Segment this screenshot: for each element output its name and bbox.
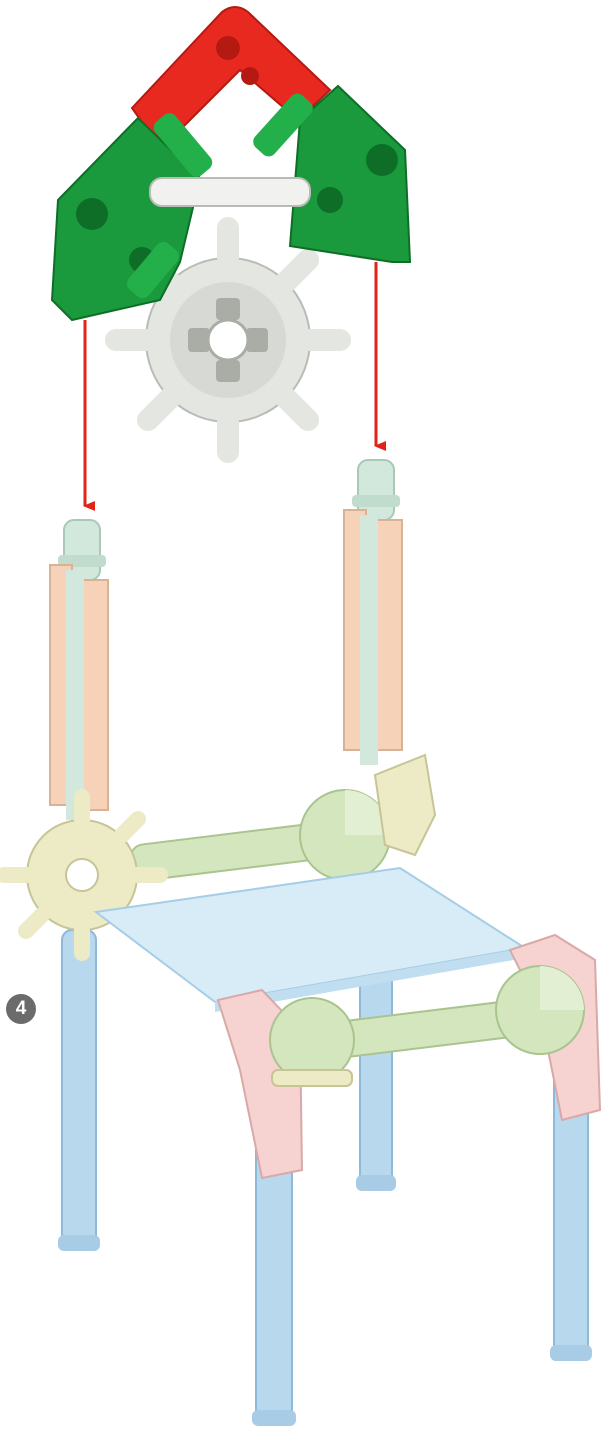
top-assembly xyxy=(52,7,410,452)
front-left-hub xyxy=(270,998,354,1086)
back-right-hub xyxy=(300,790,390,880)
white-rod xyxy=(150,178,310,206)
back-left-leg xyxy=(62,930,96,1250)
front-right-hub xyxy=(496,966,584,1054)
back-right-cream-gear xyxy=(375,755,435,855)
chair-base xyxy=(4,460,600,1426)
seat xyxy=(96,868,525,1002)
step-number-badge: 4 xyxy=(6,994,36,1024)
